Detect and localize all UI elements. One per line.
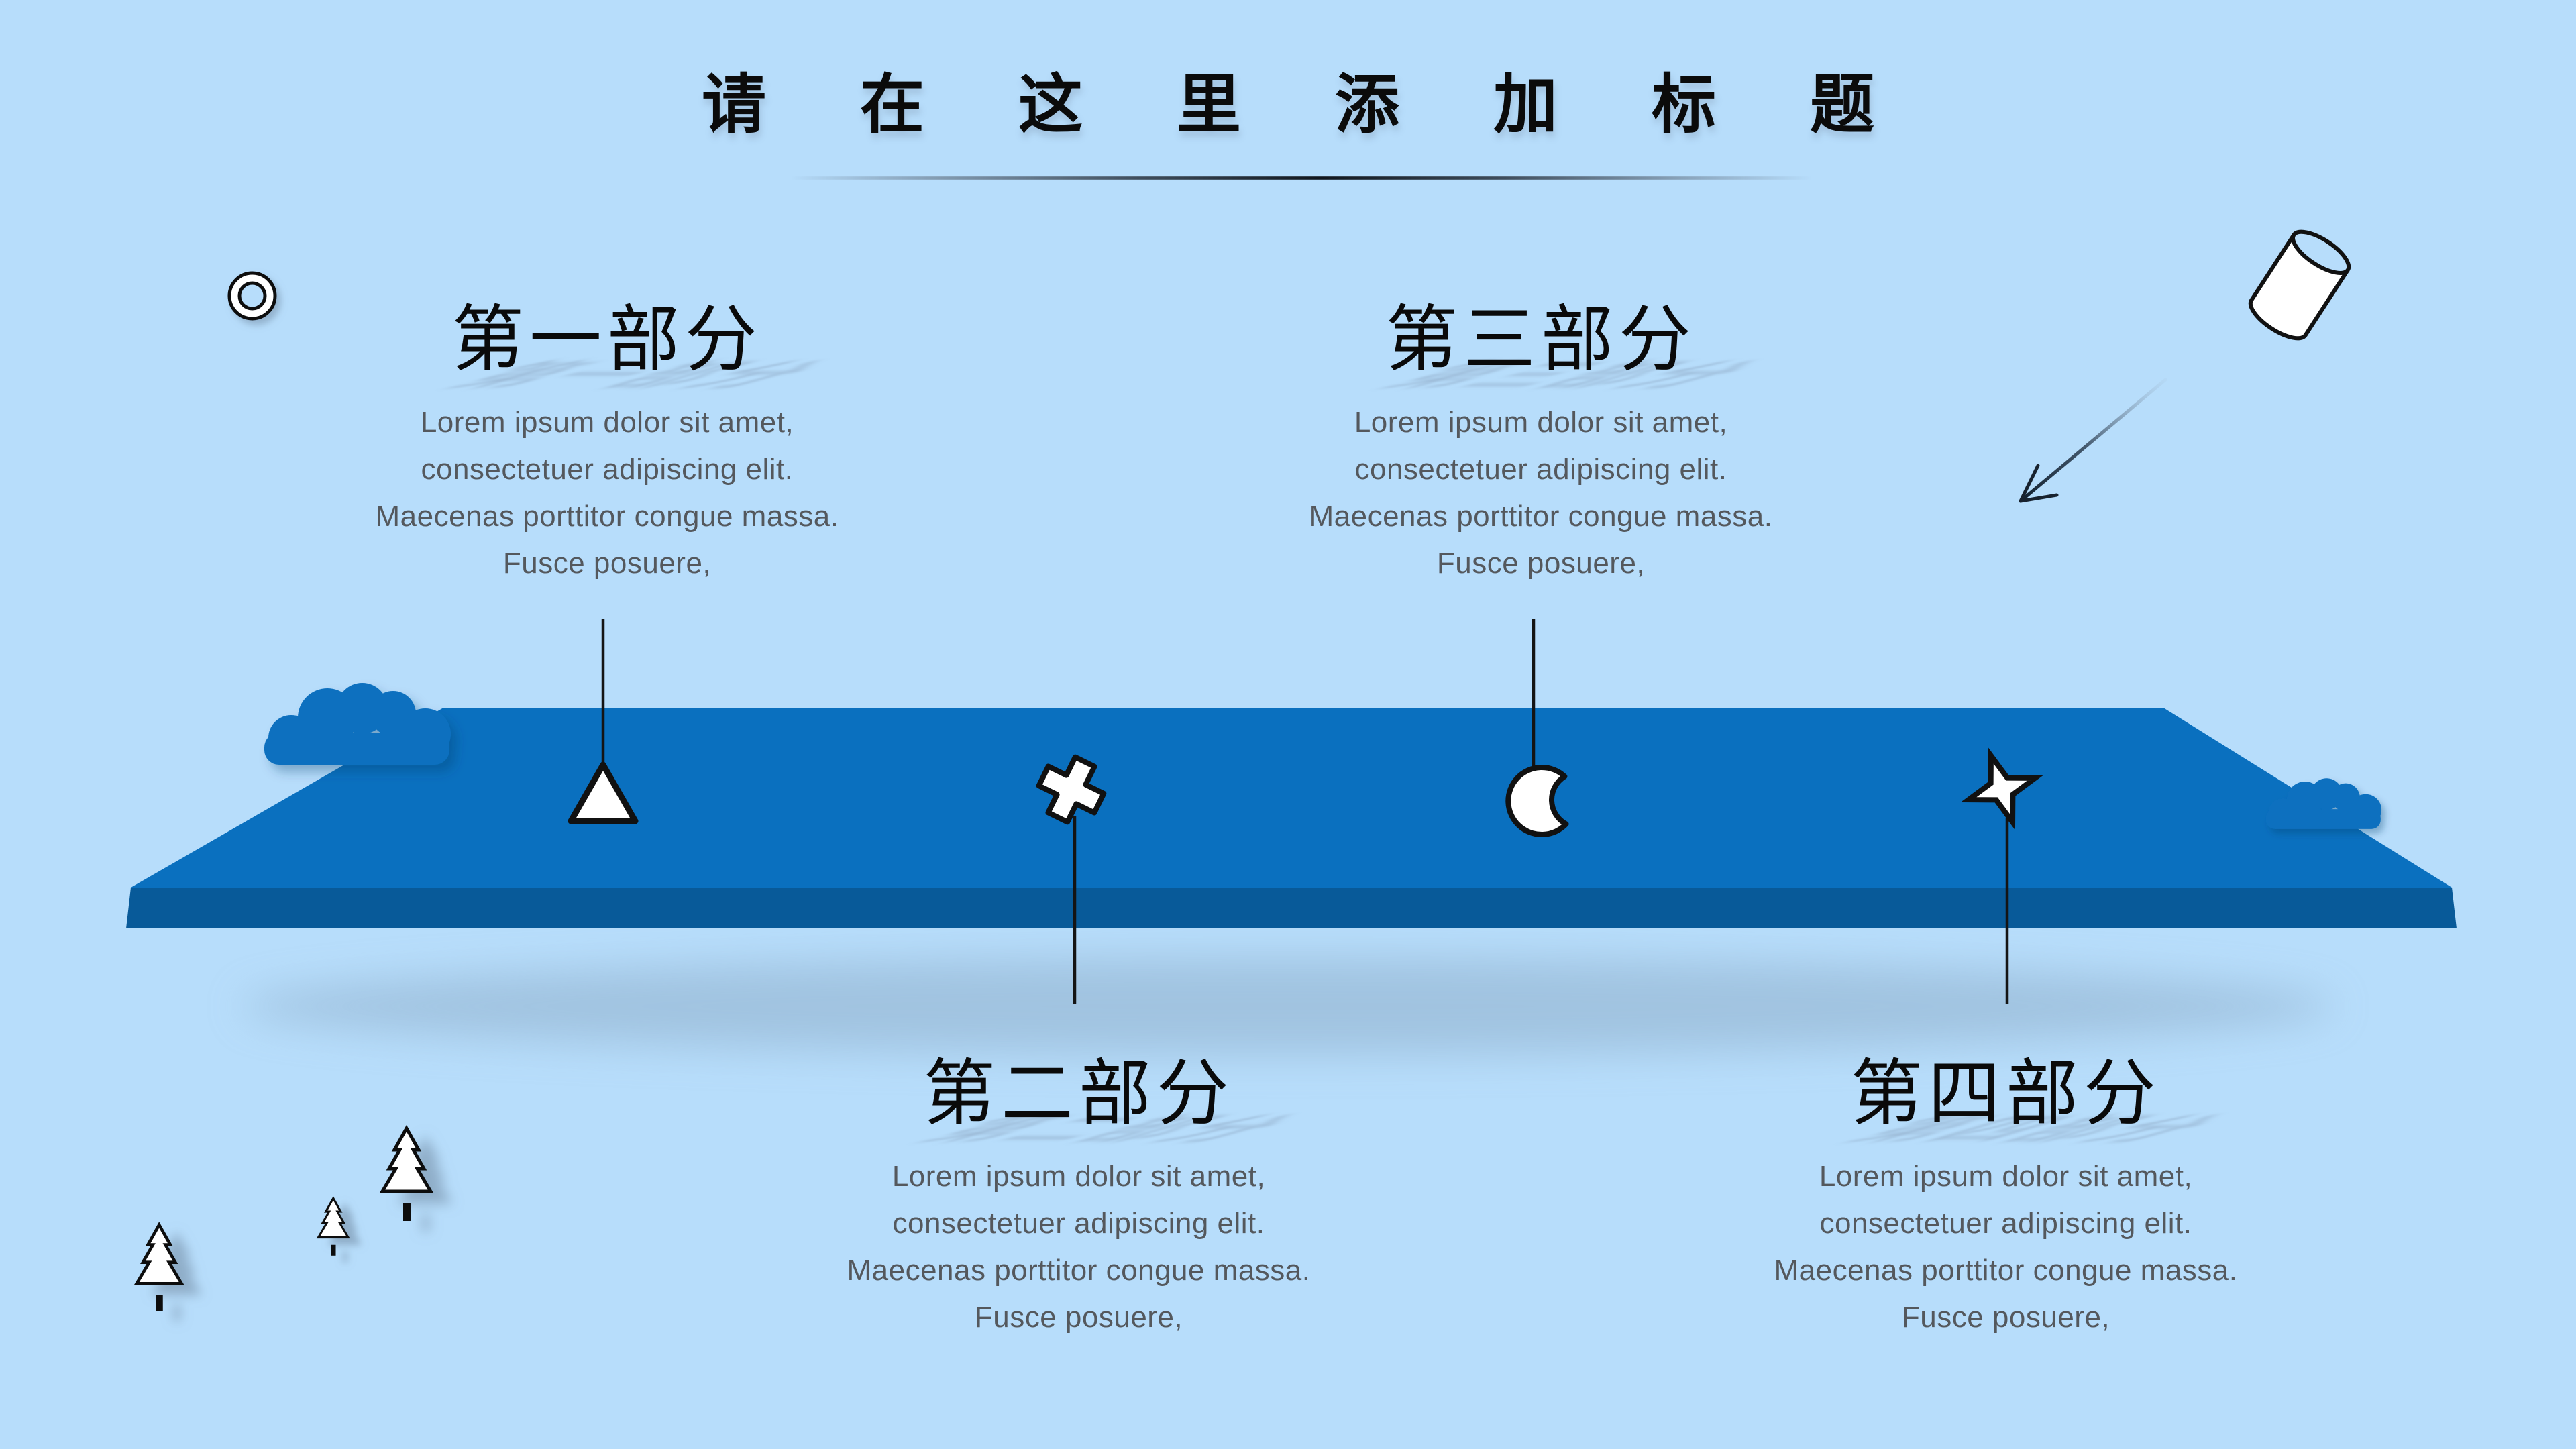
body-line: Fusce posuere, xyxy=(1436,546,1646,580)
body-line: Lorem ipsum dolor sit amet, xyxy=(1354,405,1728,439)
body-line: Maecenas porttitor congue massa. xyxy=(847,1253,1311,1287)
platform-shadow xyxy=(241,958,2334,1055)
body-line: Fusce posuere, xyxy=(502,546,712,580)
star-icon xyxy=(1960,747,2043,830)
body-line: Lorem ipsum dolor sit amet, xyxy=(1819,1159,2193,1193)
arrow-icon xyxy=(2019,378,2167,503)
section-heading: 第一部分 xyxy=(451,301,763,380)
section-body: Lorem ipsum dolor sit amet, consectetuer… xyxy=(1226,399,1856,587)
body-line: Maecenas porttitor congue massa. xyxy=(1774,1253,2238,1287)
cloud-icon-right xyxy=(2265,778,2382,829)
body-line: Maecenas porttitor congue massa. xyxy=(375,499,839,533)
ring-icon xyxy=(227,271,277,321)
body-line: consectetuer adipiscing elit. xyxy=(1354,452,1727,486)
section-body: Lorem ipsum dolor sit amet, consectetuer… xyxy=(763,1153,1394,1341)
cross-icon xyxy=(1036,754,1107,825)
pine-tree-icon-large xyxy=(379,1124,434,1221)
body-line: Lorem ipsum dolor sit amet, xyxy=(892,1159,1266,1193)
triangle-icon xyxy=(568,761,639,824)
body-line: Fusce posuere, xyxy=(974,1300,1183,1334)
section-body: Lorem ipsum dolor sit amet, consectetuer… xyxy=(292,399,922,587)
body-line: consectetuer adipiscing elit. xyxy=(421,452,794,486)
platform xyxy=(126,708,2457,928)
platform-top-face xyxy=(131,708,2452,888)
section-heading: 第四部分 xyxy=(1849,1055,2161,1134)
section-part3: 第三部分 第三部分 Lorem ipsum dolor sit amet, co… xyxy=(1226,301,1856,587)
section-heading: 第三部分 xyxy=(1385,301,1697,380)
slide-title: 请 在 这 里 添 加 标 题 xyxy=(702,69,1913,141)
moon-icon xyxy=(1505,765,1569,837)
cloud-icon-left xyxy=(264,683,451,765)
section-heading: 第二部分 xyxy=(922,1055,1234,1134)
body-line: consectetuer adipiscing elit. xyxy=(1819,1206,2192,1240)
cylinder-icon xyxy=(2248,229,2351,341)
connector-lines xyxy=(601,619,2009,1004)
pine-tree-icon-small xyxy=(316,1196,350,1256)
pine-tree-icon-medium xyxy=(133,1222,184,1311)
body-line: Lorem ipsum dolor sit amet, xyxy=(420,405,794,439)
title-divider xyxy=(792,176,1811,180)
section-part1: 第一部分 第一部分 Lorem ipsum dolor sit amet, co… xyxy=(292,301,922,587)
body-line: Fusce posuere, xyxy=(1901,1300,2110,1334)
body-line: Maecenas porttitor congue massa. xyxy=(1309,499,1773,533)
body-line: consectetuer adipiscing elit. xyxy=(892,1206,1265,1240)
section-part2: 第二部分 第二部分 Lorem ipsum dolor sit amet, co… xyxy=(763,1055,1394,1341)
section-body: Lorem ipsum dolor sit amet, consectetuer… xyxy=(1690,1153,2321,1341)
section-part4: 第四部分 第四部分 Lorem ipsum dolor sit amet, co… xyxy=(1690,1055,2321,1341)
platform-front-face xyxy=(126,888,2457,928)
